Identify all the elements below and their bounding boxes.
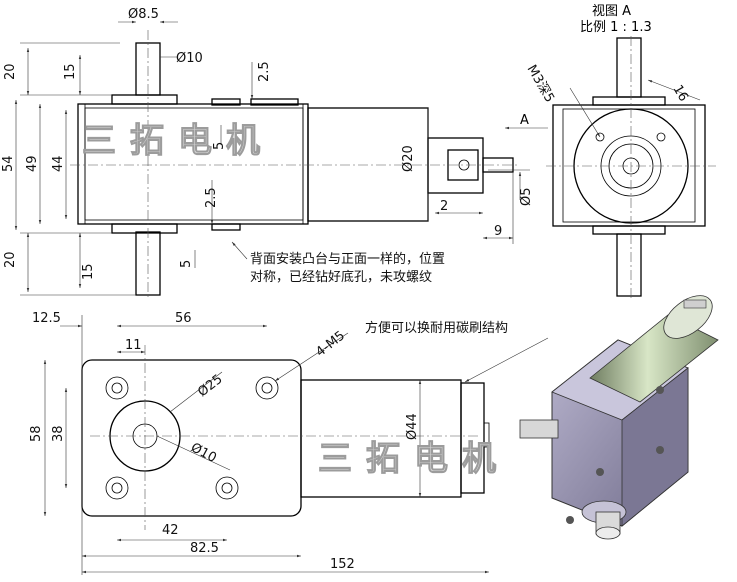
dim-16: 16 xyxy=(670,83,691,105)
dim-boss-diameter: Ø10 xyxy=(176,51,203,66)
dim-11: 11 xyxy=(125,338,142,353)
watermark-main: 三拓电机 xyxy=(82,121,274,161)
dim-54: 54 xyxy=(1,155,16,172)
dim-38: 38 xyxy=(51,425,66,442)
dim-44: 44 xyxy=(51,155,66,172)
dim-25: Ø25 xyxy=(195,372,225,400)
dim-motor-44: Ø44 xyxy=(405,413,420,440)
dim-5-left: 5 xyxy=(212,142,227,150)
dim-152: 152 xyxy=(330,557,355,572)
dim-motor-dia: Ø20 xyxy=(401,145,416,172)
dim-m3-hole: M3深5 xyxy=(524,63,557,106)
dim-shaft-diameter: Ø8.5 xyxy=(128,7,159,22)
view-arrow-label: A xyxy=(520,113,529,128)
dim-58: 58 xyxy=(29,425,44,442)
dim-shaft-small: Ø5 xyxy=(519,187,534,206)
side-view-a: 视图 A 比例 1 : 1.3 M3深5 16 xyxy=(524,4,716,300)
dim-9: 9 xyxy=(494,224,502,239)
dim-5-lower: 5 xyxy=(179,260,194,268)
dim-2-5-top: 2.5 xyxy=(257,61,272,82)
note-brush: 方便可以换耐用碳刷结构 xyxy=(365,320,508,336)
front-view: A Ø8.5 Ø10 20 15 54 49 44 20 15 2.5 5 2.… xyxy=(1,7,548,300)
watermark-photo: 三拓电机 xyxy=(318,439,510,479)
motor-3d-render xyxy=(519,295,719,540)
dim-42: 42 xyxy=(162,523,179,538)
dim-2-5-mid: 2.5 xyxy=(204,187,219,208)
dim-15-bottom: 15 xyxy=(81,263,96,280)
note-line-2: 对称，已经钻好底孔，未攻螺纹 xyxy=(250,269,432,285)
dim-49: 49 xyxy=(25,155,40,172)
dim-20-top: 20 xyxy=(3,63,18,80)
view-scale: 比例 1 : 1.3 xyxy=(580,20,652,35)
view-title: 视图 A xyxy=(592,4,631,19)
note-line-1: 背面安装凸台与正面一样的，位置 xyxy=(250,251,445,267)
dim-12-5: 12.5 xyxy=(32,311,61,326)
dim-82-5: 82.5 xyxy=(190,541,219,556)
dim-20-bottom: 20 xyxy=(3,251,18,268)
dim-15-top: 15 xyxy=(63,63,78,80)
dim-2: 2 xyxy=(440,199,448,214)
dim-10-bottom: Ø10 xyxy=(188,440,219,466)
dim-4-m5: 4-M5 xyxy=(313,328,348,360)
dim-56: 56 xyxy=(175,311,192,326)
